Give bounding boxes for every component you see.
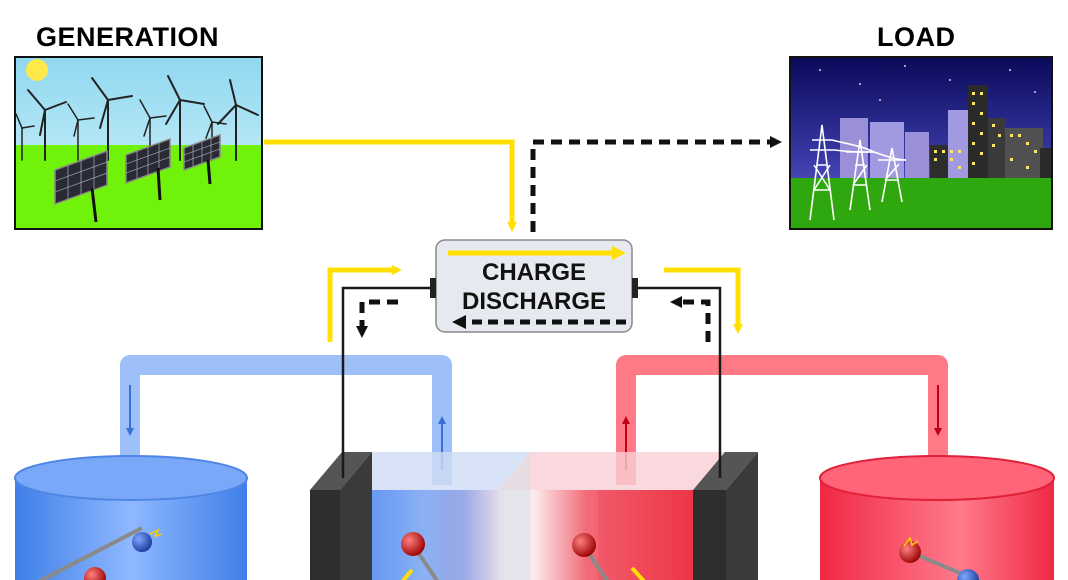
generation-scene	[14, 56, 263, 230]
generation-heading: GENERATION	[36, 22, 220, 52]
discharge-label: DISCHARGE	[462, 288, 606, 315]
right-electrode	[693, 452, 758, 580]
charge-discharge-controller: CHARGE DISCHARGE	[430, 239, 638, 333]
membrane	[498, 452, 530, 580]
catholyte-tank	[819, 455, 1055, 580]
wind-turbines	[15, 75, 259, 161]
load-scene	[789, 56, 1053, 230]
transmission-towers	[809, 124, 907, 221]
load-heading: LOAD	[877, 22, 956, 52]
flow-cell	[310, 452, 758, 580]
anolyte-tank	[14, 455, 248, 580]
charge-label: CHARGE	[482, 259, 586, 286]
sun-icon	[26, 59, 48, 81]
electrode-wires	[341, 286, 722, 478]
left-electrode	[310, 452, 372, 580]
solar-panels	[54, 133, 221, 223]
